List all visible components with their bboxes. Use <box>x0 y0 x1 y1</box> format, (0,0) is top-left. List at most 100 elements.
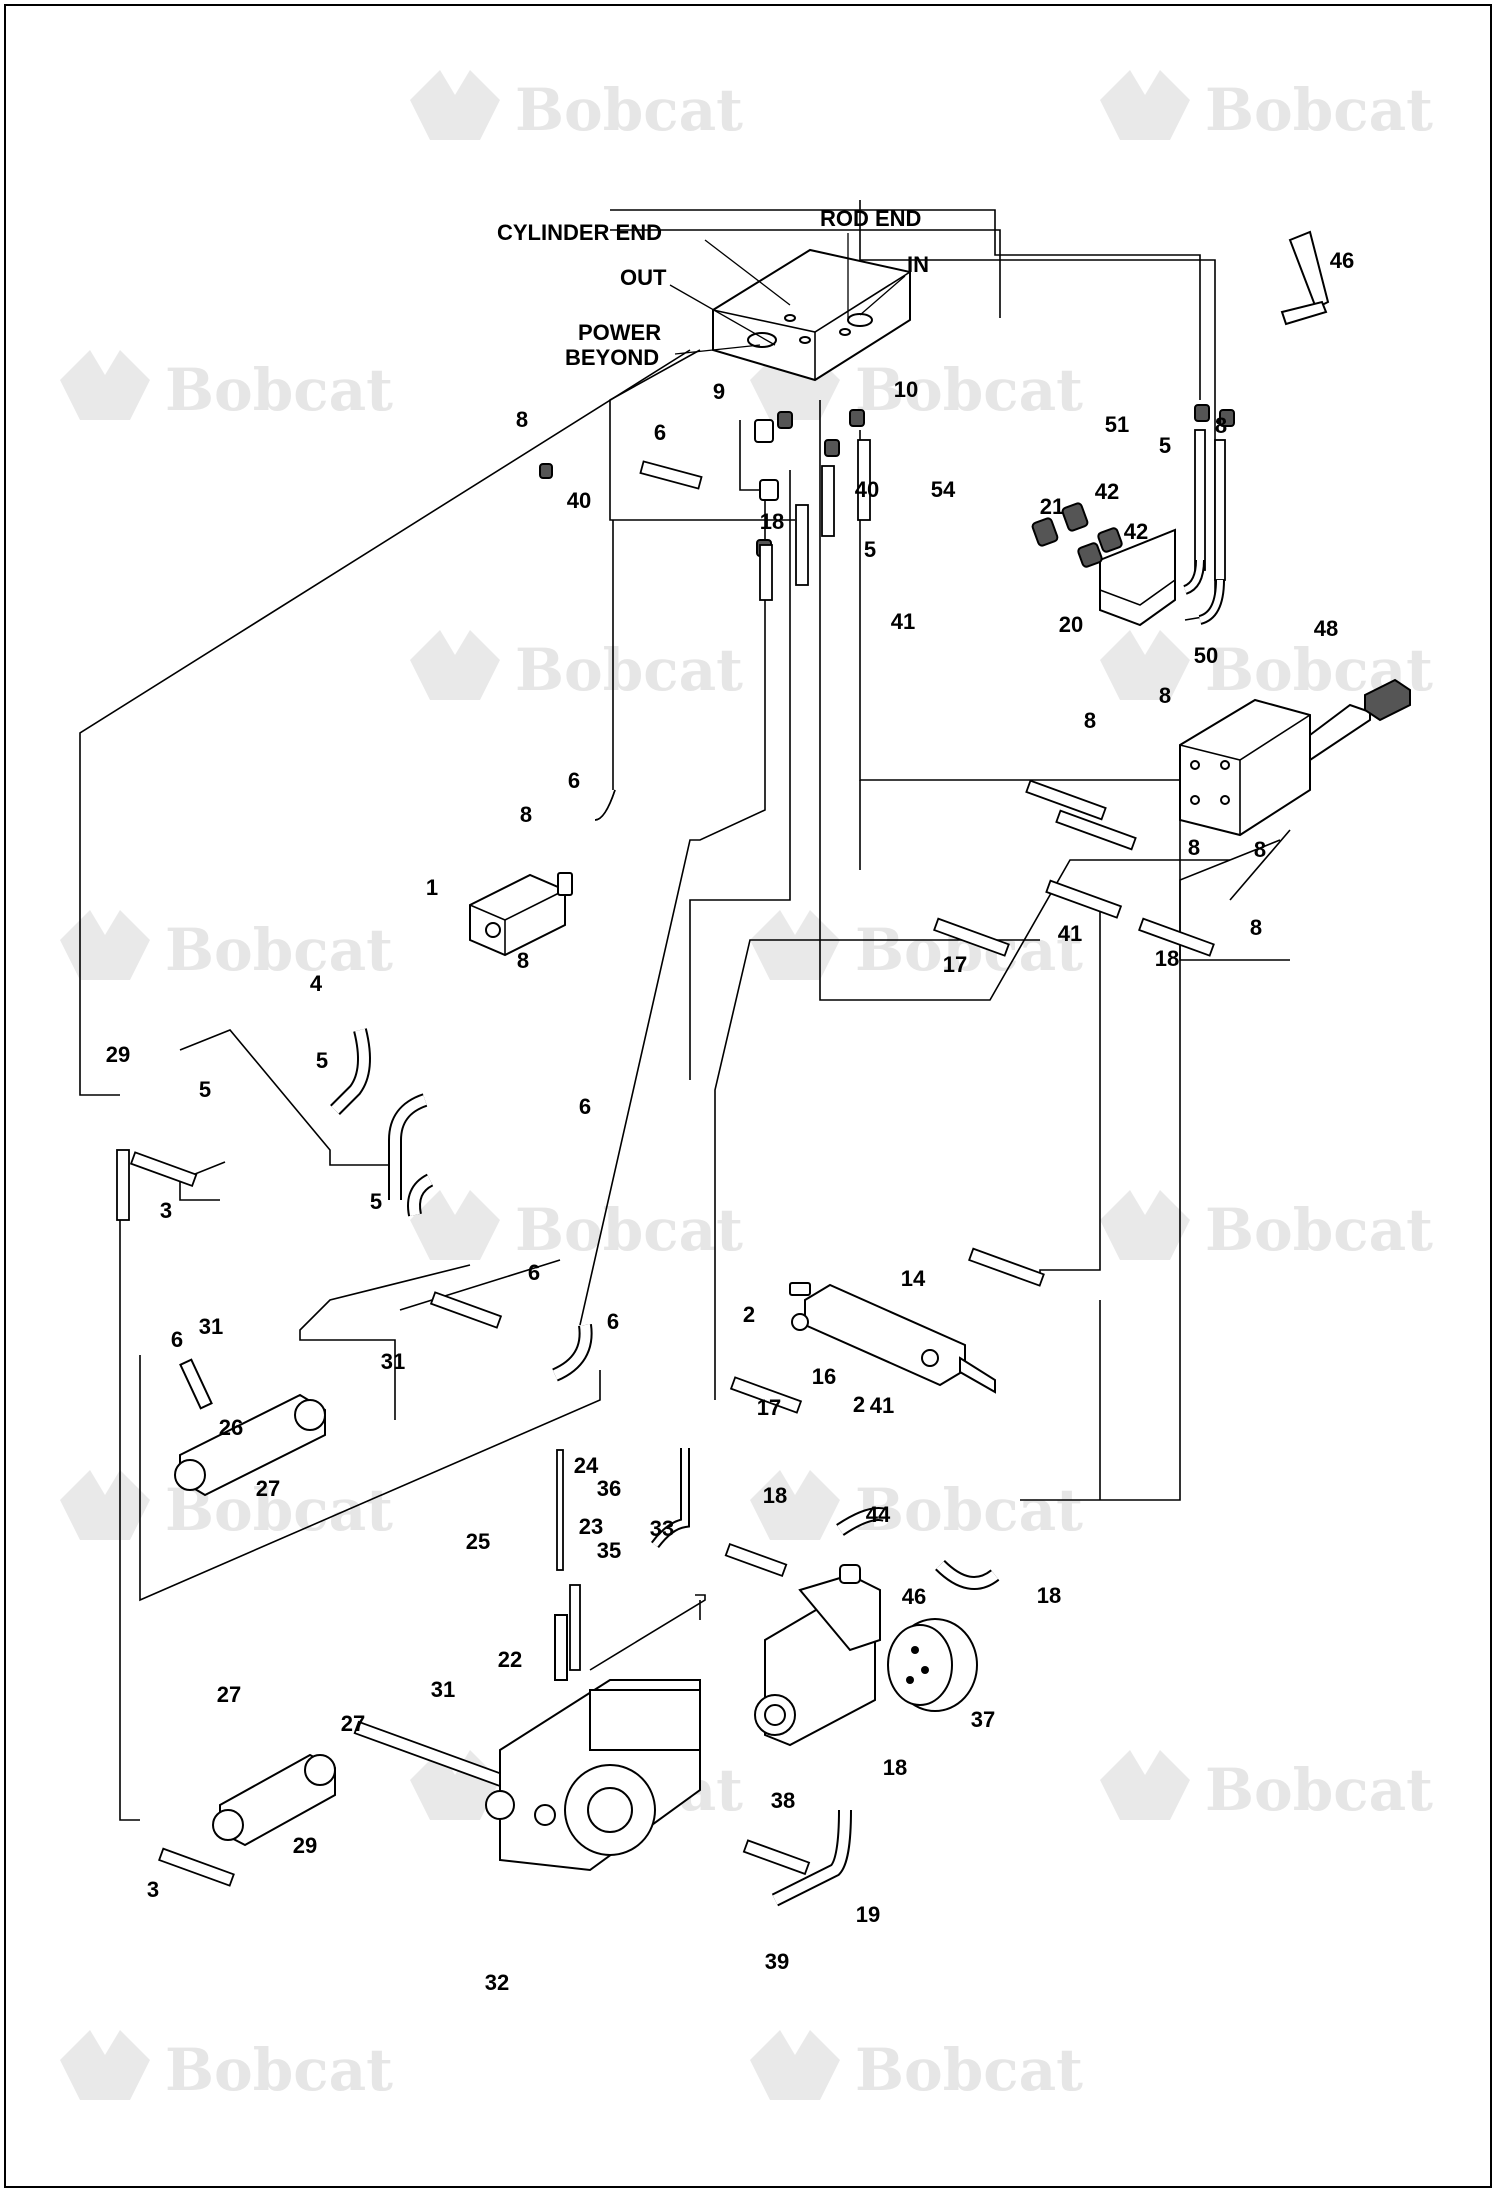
callout-number: 4 <box>310 971 323 996</box>
callout-number: 27 <box>341 1711 365 1736</box>
callout-number: 31 <box>431 1677 455 1702</box>
svg-text:Bobcat: Bobcat <box>165 356 393 424</box>
callout-number: 29 <box>106 1042 130 1067</box>
callout-number: 19 <box>856 1902 880 1927</box>
callout-number: 41 <box>1058 921 1082 946</box>
watermark-layer: Bobcat Bobcat Bobcat Bobcat Bobcat Bobca… <box>60 70 1433 2104</box>
callout-number: 44 <box>866 1502 891 1527</box>
callout-number: 31 <box>381 1349 405 1374</box>
svg-text:Bobcat: Bobcat <box>515 636 743 704</box>
callout-number: 16 <box>812 1364 836 1389</box>
callout-number: 18 <box>1037 1583 1061 1608</box>
callout-number: 26 <box>219 1415 243 1440</box>
callout-number: 8 <box>520 802 532 827</box>
callout-number: 8 <box>1254 837 1266 862</box>
callout-number: 27 <box>217 1682 241 1707</box>
callout-number: 42 <box>1095 479 1119 504</box>
label-beyond: BEYOND <box>565 345 659 370</box>
control-valve-block <box>712 248 911 382</box>
pump-part-35 <box>485 1614 701 1872</box>
callout-number: 5 <box>316 1048 328 1073</box>
callout-number: 6 <box>607 1309 619 1334</box>
bobcat-logo-watermark: Bobcat <box>1100 1750 1433 1824</box>
hydraulic-lines <box>79 200 1291 1821</box>
label-out: OUT <box>620 265 667 290</box>
bobcat-logo-watermark: Bobcat <box>410 630 743 704</box>
tubes <box>116 429 1226 1887</box>
callout-number: 29 <box>293 1833 317 1858</box>
bobcat-logo-watermark: Bobcat <box>60 350 393 424</box>
callout-number: 40 <box>855 477 879 502</box>
svg-text:Bobcat: Bobcat <box>855 916 1083 984</box>
callout-number: 2 <box>743 1302 755 1327</box>
svg-text:Bobcat: Bobcat <box>855 1476 1083 1544</box>
callout-number: 48 <box>1314 616 1338 641</box>
callout-number: 35 <box>597 1538 621 1563</box>
callout-number: 8 <box>1250 915 1262 940</box>
callout-number: 8 <box>1159 683 1171 708</box>
callout-number: 5 <box>199 1077 211 1102</box>
filter-part-39 <box>887 1618 978 1712</box>
callout-number: 18 <box>1155 946 1179 971</box>
callout-number: 17 <box>943 952 967 977</box>
callout-number: 31 <box>199 1314 223 1339</box>
callout-number: 5 <box>370 1189 382 1214</box>
callout-number: 18 <box>760 509 784 534</box>
lever-part-48 <box>1280 230 1330 326</box>
callout-number: 18 <box>883 1755 907 1780</box>
callout-number: 54 <box>931 477 956 502</box>
port-label-leaders <box>669 233 906 355</box>
bobcat-logo-watermark: Bobcat <box>410 1190 743 1264</box>
callout-number: 37 <box>971 1707 995 1732</box>
bobcat-logo-watermark: Bobcat <box>60 2030 393 2104</box>
callout-number: 6 <box>654 420 666 445</box>
cylinder-part-29-lower <box>212 1753 336 1847</box>
label-cylinder-end: CYLINDER END <box>497 220 662 245</box>
callout-number: 25 <box>466 1529 490 1554</box>
callout-number: 21 <box>1040 494 1064 519</box>
svg-text:Bobcat: Bobcat <box>515 76 743 144</box>
svg-text:Bobcat: Bobcat <box>1205 1756 1433 1824</box>
callout-number: 1 <box>426 875 438 900</box>
callout-number: 8 <box>1215 413 1227 438</box>
valve-body-part-1 <box>469 872 573 957</box>
gear-pump-part-19 <box>754 1564 881 1747</box>
svg-text:Bobcat: Bobcat <box>1205 1196 1433 1264</box>
callout-number: 38 <box>771 1788 795 1813</box>
label-rod-end: ROD END <box>820 206 921 231</box>
callout-number: 8 <box>1188 835 1200 860</box>
callout-number: 22 <box>498 1647 522 1672</box>
callout-number: 27 <box>256 1476 280 1501</box>
svg-text:Bobcat: Bobcat <box>1205 76 1433 144</box>
cylinder-part-51 <box>1179 678 1411 837</box>
callout-number: 41 <box>870 1393 894 1418</box>
callout-number: 20 <box>1059 612 1083 637</box>
callout-number: 42 <box>1124 519 1148 544</box>
callout-number: 41 <box>891 609 915 634</box>
svg-text:Bobcat: Bobcat <box>165 2036 393 2104</box>
callout-number: 46 <box>1330 248 1354 273</box>
svg-text:Bobcat: Bobcat <box>515 1196 743 1264</box>
callout-number: 33 <box>650 1516 674 1541</box>
callout-number: 6 <box>171 1327 183 1352</box>
callout-number: 32 <box>485 1970 509 1995</box>
callout-number: 51 <box>1105 412 1129 437</box>
callout-number: 23 <box>579 1514 603 1539</box>
label-power: POWER <box>578 320 661 345</box>
bobcat-logo-watermark: Bobcat <box>750 1470 1083 1544</box>
callout-number: 2 <box>853 1392 865 1417</box>
callout-number: 8 <box>517 948 529 973</box>
callout-number: 17 <box>757 1395 781 1420</box>
bobcat-logo-watermark: Bobcat <box>1100 1190 1433 1264</box>
callout-number: 5 <box>864 537 876 562</box>
callout-number: 36 <box>597 1476 621 1501</box>
callout-number: 40 <box>567 488 591 513</box>
callout-number: 3 <box>160 1198 172 1223</box>
callout-number: 50 <box>1194 643 1218 668</box>
callout-number: 14 <box>901 1266 926 1291</box>
callout-number: 8 <box>1084 708 1096 733</box>
callout-number: 9 <box>713 379 725 404</box>
callout-number: 6 <box>568 768 580 793</box>
svg-text:Bobcat: Bobcat <box>855 2036 1083 2104</box>
